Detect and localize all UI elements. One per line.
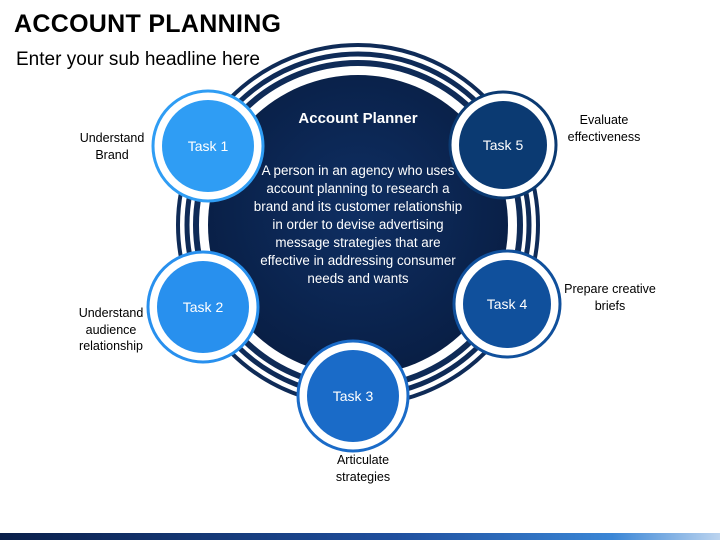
hub-title: Account Planner: [298, 110, 418, 127]
task-2-node[interactable]: [146, 250, 260, 364]
hub-circle: [208, 75, 508, 375]
task-1-label: Task 1: [187, 138, 229, 154]
page-title: ACCOUNT PLANNING: [14, 10, 282, 38]
task-5-label: Task 5: [482, 137, 524, 153]
task-3-node[interactable]: [296, 339, 410, 453]
task-5-node[interactable]: [448, 90, 558, 200]
task-5-description: Evaluate effectiveness: [567, 113, 641, 144]
task-4-description: Prepare creative briefs: [564, 282, 656, 313]
page-subtitle: Enter your sub headline here: [16, 49, 260, 70]
task-1-description: Understand Brand: [79, 131, 145, 162]
task-3-description: Articulate strategies: [335, 453, 391, 484]
task-4-node[interactable]: [452, 249, 562, 359]
task-2-description: Understand audience relationship: [78, 306, 144, 353]
task-2-label: Task 2: [182, 299, 224, 315]
task-4-label: Task 4: [486, 296, 528, 312]
task-3-label: Task 3: [332, 388, 374, 404]
hub-description: A person in an agency who uses account p…: [253, 163, 463, 286]
task-1-node[interactable]: [151, 89, 265, 203]
bottom-accent-bar: [0, 533, 720, 540]
